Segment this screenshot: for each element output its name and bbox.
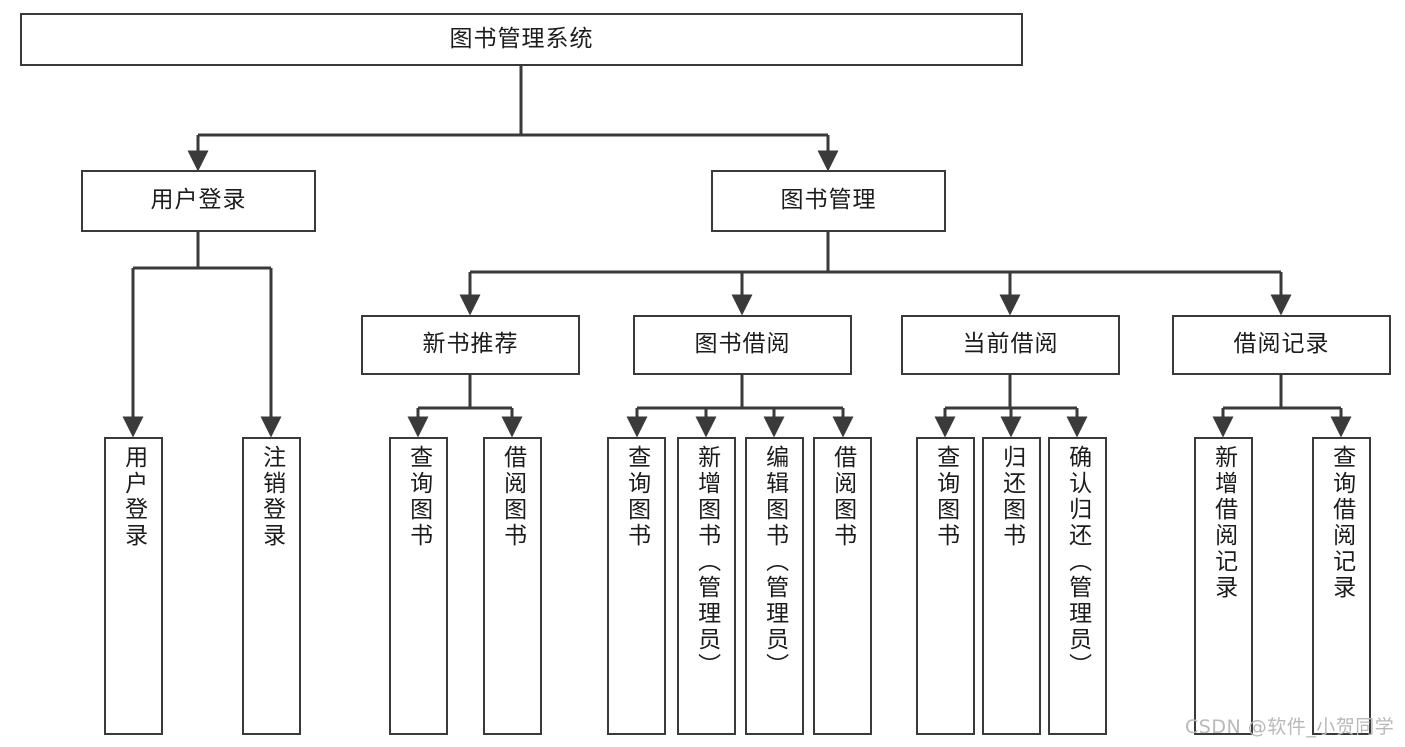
- node-book-manage[interactable]: 图书管理: [711, 170, 946, 232]
- node-leaf-logout-label: 注销登录: [258, 445, 285, 549]
- node-root[interactable]: 图书管理系统: [20, 13, 1023, 66]
- node-new-book-recommend-label: 新书推荐: [422, 331, 519, 358]
- node-leaf-query-book-1-label: 查询图书: [405, 445, 432, 549]
- node-user-login-label: 用户登录: [150, 187, 247, 214]
- node-leaf-add-book[interactable]: 新增图书（管理员）: [677, 437, 736, 735]
- node-book-borrow[interactable]: 图书借阅: [633, 315, 852, 375]
- node-leaf-query-record[interactable]: 查询借阅记录: [1312, 437, 1371, 735]
- node-leaf-query-book-1[interactable]: 查询图书: [389, 437, 448, 735]
- node-leaf-borrow-book-1[interactable]: 借阅图书: [483, 437, 542, 735]
- node-current-borrow-label: 当前借阅: [962, 331, 1059, 358]
- node-leaf-user-login[interactable]: 用户登录: [104, 437, 163, 735]
- node-leaf-add-book-label: 新增图书（管理员）: [693, 445, 720, 679]
- node-leaf-query-book-3-label: 查询图书: [932, 445, 959, 549]
- node-user-login[interactable]: 用户登录: [81, 170, 316, 232]
- node-leaf-add-record-label: 新增借阅记录: [1210, 445, 1237, 601]
- node-leaf-edit-book-label: 编辑图书（管理员）: [761, 445, 788, 679]
- node-leaf-logout[interactable]: 注销登录: [242, 437, 301, 735]
- node-leaf-return-book-label: 归还图书: [998, 445, 1025, 549]
- node-current-borrow[interactable]: 当前借阅: [901, 315, 1120, 375]
- node-book-borrow-label: 图书借阅: [694, 331, 791, 358]
- node-book-manage-label: 图书管理: [780, 187, 877, 214]
- node-leaf-query-book-2[interactable]: 查询图书: [607, 437, 666, 735]
- node-leaf-confirm-return[interactable]: 确认归还（管理员）: [1048, 437, 1107, 735]
- node-borrow-record-label: 借阅记录: [1233, 331, 1330, 358]
- node-leaf-user-login-label: 用户登录: [120, 445, 147, 549]
- node-leaf-query-record-label: 查询借阅记录: [1328, 445, 1355, 601]
- csdn-watermark: CSDN @软件_小贺同学: [1185, 716, 1395, 738]
- node-leaf-confirm-return-label: 确认归还（管理员）: [1064, 445, 1091, 679]
- node-leaf-borrow-book-2-label: 借阅图书: [829, 445, 856, 549]
- node-leaf-return-book[interactable]: 归还图书: [982, 437, 1041, 735]
- node-borrow-record[interactable]: 借阅记录: [1172, 315, 1391, 375]
- node-leaf-query-book-3[interactable]: 查询图书: [916, 437, 975, 735]
- node-root-label: 图书管理系统: [449, 25, 594, 52]
- node-leaf-edit-book[interactable]: 编辑图书（管理员）: [745, 437, 804, 735]
- node-leaf-query-book-2-label: 查询图书: [623, 445, 650, 549]
- node-new-book-recommend[interactable]: 新书推荐: [361, 315, 580, 375]
- node-leaf-borrow-book-1-label: 借阅图书: [499, 445, 526, 549]
- node-leaf-add-record[interactable]: 新增借阅记录: [1194, 437, 1253, 735]
- node-leaf-borrow-book-2[interactable]: 借阅图书: [813, 437, 872, 735]
